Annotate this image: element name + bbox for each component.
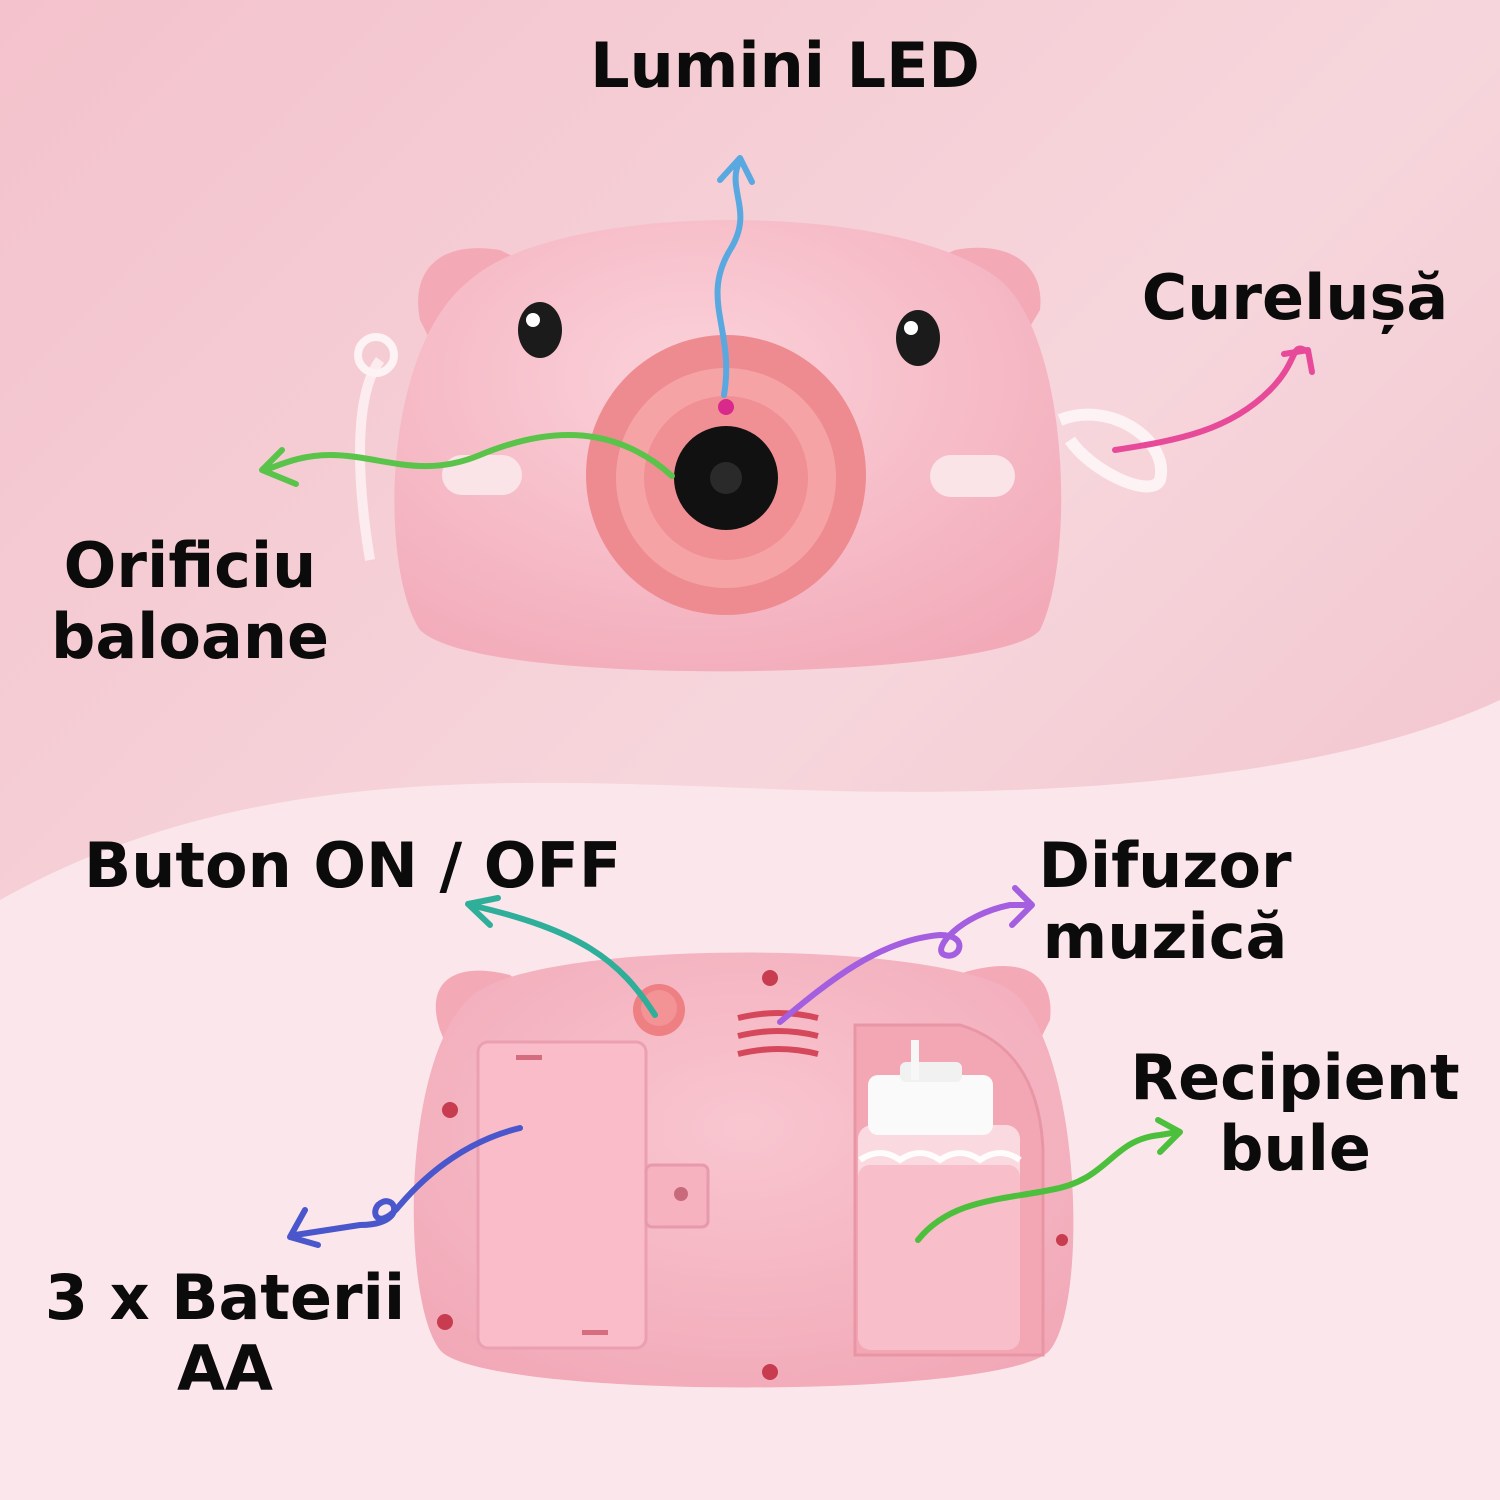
bottle-liquid [858,1165,1020,1350]
label-strap: Curelușă [1130,261,1460,334]
label-batteries: 3 x Baterii AA [40,1262,410,1405]
label-strap-text: Curelușă [1141,261,1449,334]
bottle-cap [868,1075,993,1135]
bottle-cap-top [900,1062,962,1082]
strap-left [355,357,385,561]
arrow-led-head [717,155,755,185]
toy-front [354,220,1168,672]
eye-right-shine [904,321,918,335]
latch-screw [674,1187,688,1201]
label-power-button-text: Buton ON / OFF [84,829,622,902]
speaker-grille [737,1010,819,1057]
label-power-button: Buton ON / OFF [84,829,644,902]
cheek-left [442,455,522,495]
strap-hook-left [354,333,398,377]
screw-hole-4 [762,1364,778,1380]
battery-cover [476,1040,648,1350]
screw-hole-2 [442,1102,458,1118]
label-led-lights: Lumini LED [560,29,1010,102]
arrow-container-head [1155,1117,1183,1155]
label-speaker-line2: muzică [1042,900,1288,974]
eye-right [896,310,940,366]
label-batteries-line1: 3 x Baterii [44,1261,406,1334]
strap-right [1057,408,1168,493]
arrow-power [467,902,658,1018]
label-bubble-hole-line2: baloane [50,600,330,674]
label-led-lights-text: Lumini LED [590,29,980,102]
arrow-power-head [465,895,501,928]
annotation-arrows [259,155,1315,1248]
label-bubble-hole: Orificiu baloane [40,530,340,673]
arrow-strap-head [1281,347,1315,375]
battery-cover-notch-top [516,1055,542,1060]
arrow-batteries-head [287,1207,321,1248]
eye-left [518,302,562,358]
screw-hole-5 [1056,1234,1068,1246]
label-batteries-line2: AA [177,1332,273,1406]
arrow-bubble-hole-head [259,447,299,487]
arrow-bubble-hole [262,431,675,479]
battery-cover-notch-bottom [582,1330,608,1335]
label-speaker: Difuzor muzică [1010,830,1320,973]
led-light [718,399,734,415]
label-bubble-container: Recipient bule [1130,1042,1460,1185]
arrow-speaker [777,902,1033,1025]
toy-back [413,952,1074,1388]
arrow-speaker-head [1009,885,1035,928]
screw-hole-3 [437,1314,453,1330]
label-bubble-container-line2: bule [1219,1112,1371,1186]
screw-hole-1 [762,970,778,986]
power-button-top [641,990,677,1026]
bottle-foam [858,1150,1022,1164]
label-speaker-line1: Difuzor [1038,829,1292,902]
label-bubble-container-line1: Recipient [1130,1041,1460,1114]
bubble-hole-center [710,462,742,494]
arrow-container [915,1129,1181,1243]
eye-left-shine [526,313,540,327]
arrow-batteries [292,1125,523,1238]
arrow-led [714,157,744,398]
label-bubble-hole-line1: Orificiu [63,529,317,602]
cheek-right [930,455,1015,497]
